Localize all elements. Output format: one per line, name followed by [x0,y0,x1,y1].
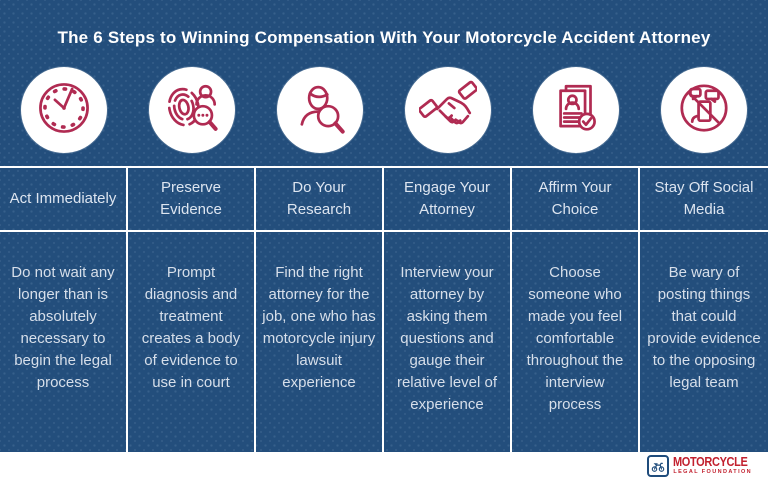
step-icon-circle [533,67,619,153]
step-description: Do not wait any longer than is absolutel… [0,232,128,452]
step-title: Act Immediately [0,168,128,230]
brand-logo-text: MOTORCYCLE LEGAL FOUNDATION [673,456,758,476]
step-title: Stay Off Social Media [654,178,754,219]
step-title: Preserve Evidence [128,168,256,230]
step-icon-circle [21,67,107,153]
footer-bar: MOTORCYCLE LEGAL FOUNDATION [0,452,768,480]
fingerprint-evidence-icon [163,79,221,142]
document-check-icon [547,79,605,142]
no-social-media-icon [675,79,733,142]
motorcycle-logo-icon [647,455,670,477]
step-descriptions-row: Do not wait any longer than is absolutel… [0,232,768,452]
step-description: Prompt diagnosis and treatment creates a… [128,232,256,452]
icons-row [0,64,768,156]
page-title: The 6 Steps to Winning Compensation With… [57,28,711,47]
step-title: Do Your Research [256,168,384,230]
brand-name: MOTORCYCLE [673,455,748,470]
person-magnifier-icon [291,79,349,142]
handshake-icon [417,79,479,142]
step-description: Choose someone who made you feel comfort… [512,232,640,452]
steps-table: Act Immediately Preserve Evidence Do You… [0,166,768,452]
step-description: Interview your attorney by asking them q… [384,232,512,452]
brand-logo: MOTORCYCLE LEGAL FOUNDATION [647,455,758,477]
brand-subtitle: LEGAL FOUNDATION [673,469,753,476]
step-titles-row: Act Immediately Preserve Evidence Do You… [0,168,768,232]
clock-icon [35,79,93,142]
step-icon-circle [661,67,747,153]
step-icon-circle [277,67,363,153]
step-description: Find the right attorney for the job, one… [256,232,384,452]
step-icon-circle [405,67,491,153]
step-description: Be wary of posting things that could pro… [647,264,761,392]
step-title: Engage Your Attorney [384,168,512,230]
step-icon-circle [149,67,235,153]
step-title: Affirm Your Choice [512,168,640,230]
